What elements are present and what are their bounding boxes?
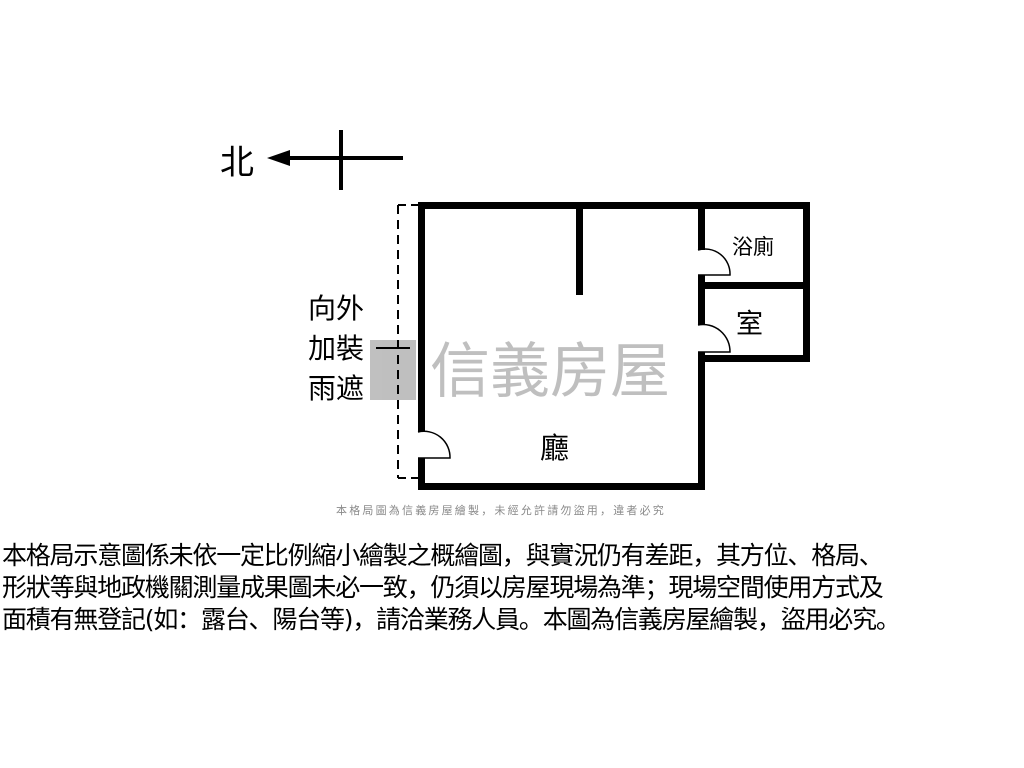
- annotation-line: 加裝: [308, 332, 364, 365]
- annotation-line: 向外: [308, 292, 364, 325]
- watermark-subtitle: 本格局圖為信義房屋繪製，未經允許請勿盜用，違者必究: [336, 503, 666, 517]
- watermark-brand: 信義房屋: [430, 337, 670, 407]
- bedroom-door: [697, 323, 731, 353]
- room-label-bedroom: 室: [736, 309, 763, 340]
- arrow-head-icon: [267, 150, 290, 166]
- disclaimer-line: 本格局示意圖係未依一定比例縮小繪製之概繪圖，與實況仍有差距，其方位、格局、: [2, 541, 884, 570]
- entrance-door: [417, 430, 451, 459]
- canopy-outline: [376, 204, 418, 479]
- north-label: 北: [220, 143, 254, 183]
- disclaimer-line: 形狀等與地政機關測量成果圖未必一致，仍須以房屋現場為準；現場空間使用方式及: [2, 573, 884, 602]
- room-label-bath: 浴廁: [732, 235, 774, 259]
- bath-door: [697, 248, 731, 276]
- watermark: 信義房屋: [370, 337, 670, 407]
- doors: [417, 248, 731, 459]
- room-label-living: 廳: [540, 431, 569, 465]
- walls: [418, 202, 810, 490]
- annotation-line: 雨遮: [308, 372, 364, 405]
- watermark-logo: [370, 340, 416, 400]
- disclaimer: 本格局示意圖係未依一定比例縮小繪製之概繪圖，與實況仍有差距，其方位、格局、 形狀…: [2, 540, 1024, 636]
- north-arrow: 北: [220, 130, 403, 190]
- disclaimer-line: 面積有無登記(如：露台、陽台等)，請洽業務人員。本圖為信義房屋繪製，盜用必究。: [2, 605, 901, 634]
